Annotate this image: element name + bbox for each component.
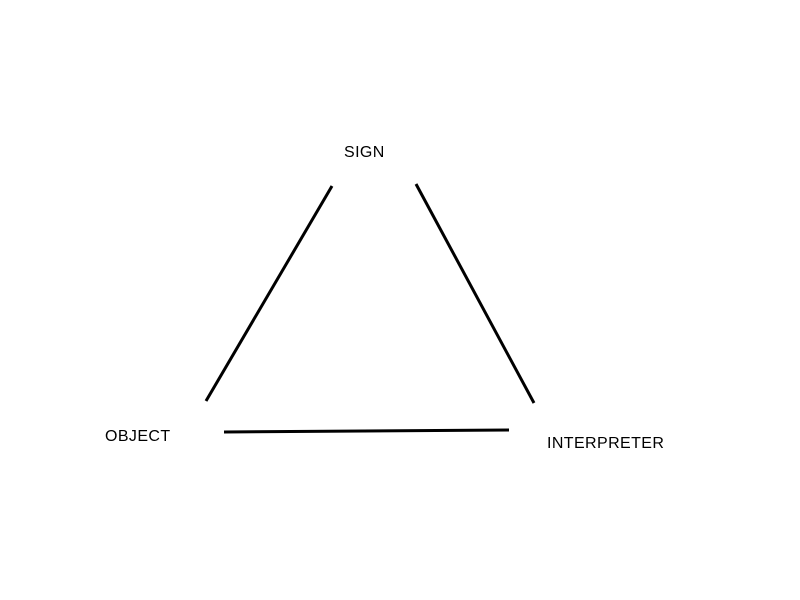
edge-sign-object-line [204,185,334,402]
edge-sign-interpreter-line [414,183,536,404]
edge-object-interpreter-line [223,428,510,434]
node-label-object: OBJECT [105,428,171,445]
node-label-interpreter: INTERPRETER [547,435,665,452]
node-label-sign: SIGN [344,144,385,161]
